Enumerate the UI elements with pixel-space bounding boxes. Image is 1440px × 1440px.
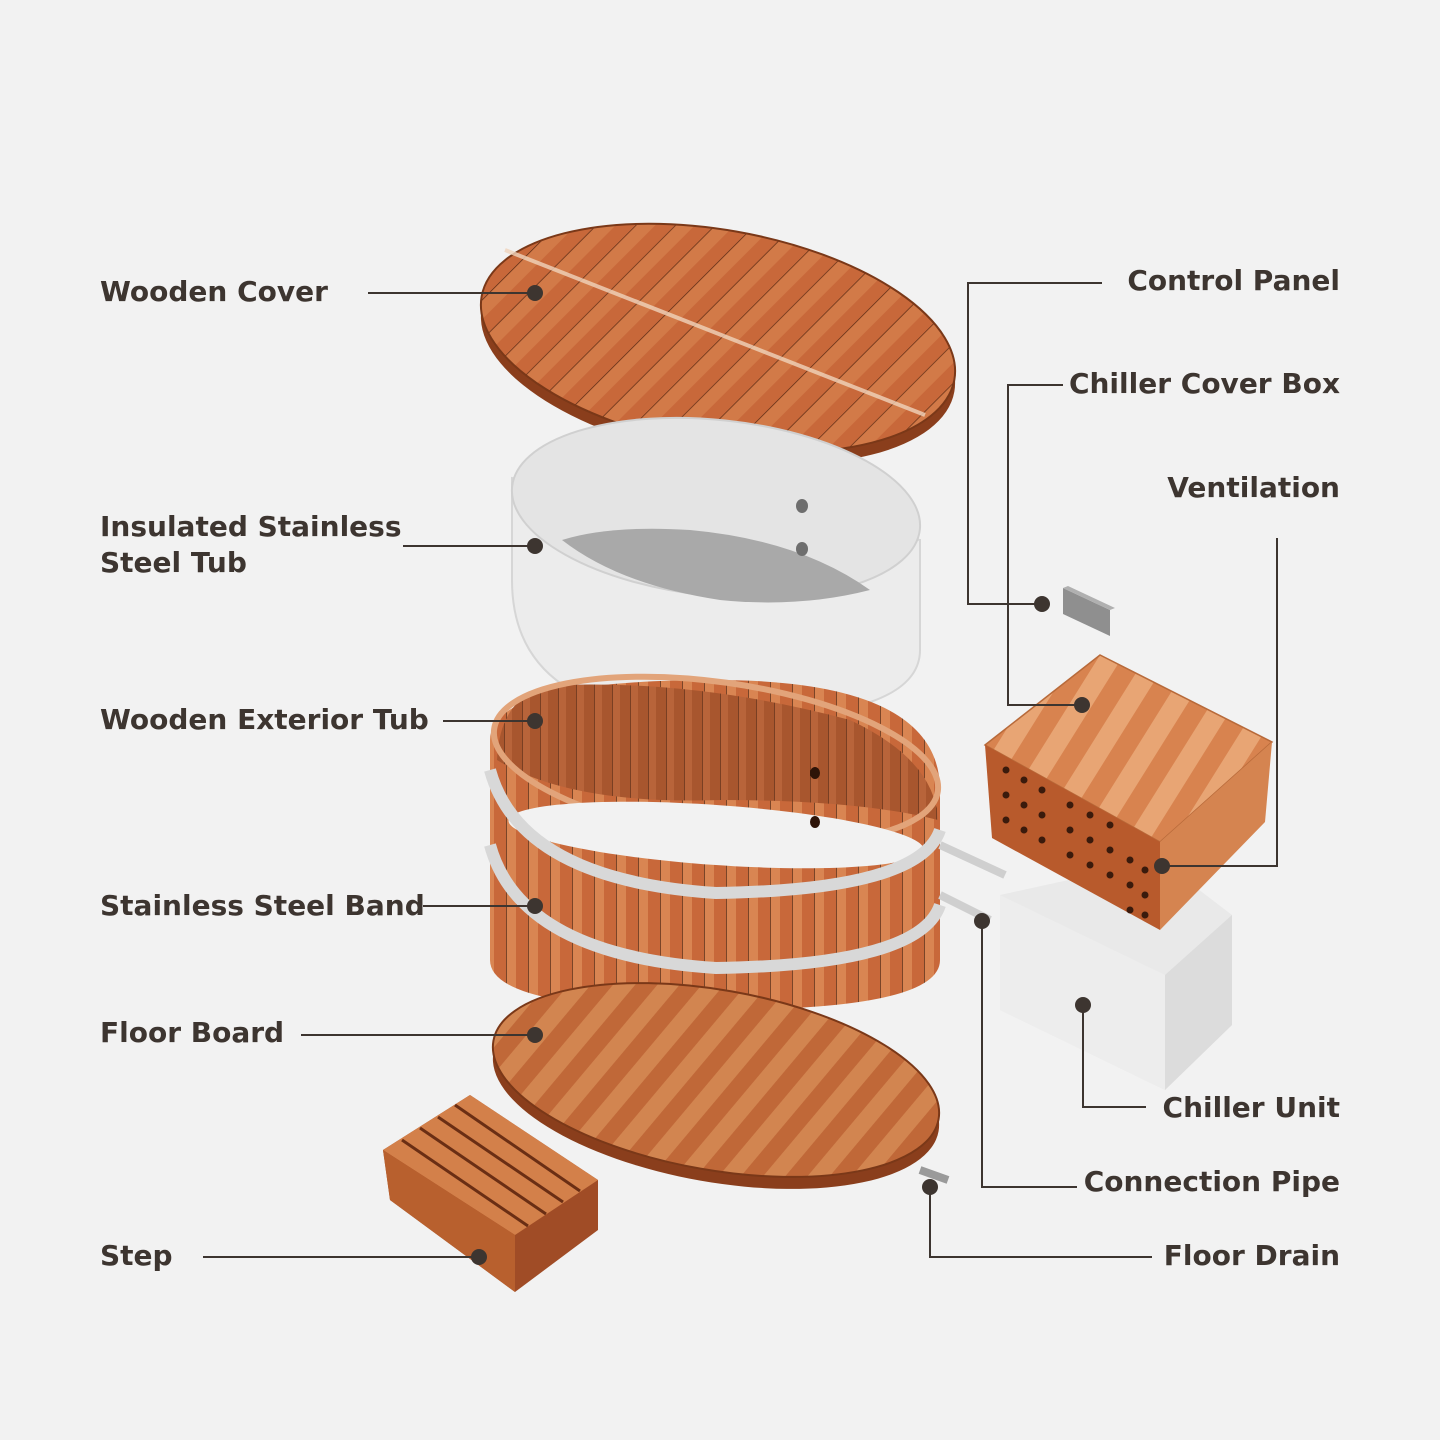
wooden-exterior-tub	[484, 673, 946, 1010]
leader-lines	[203, 282, 1278, 1258]
label-connection-pipe: Connection Pipe	[1083, 1165, 1340, 1198]
control-panel	[1063, 586, 1115, 636]
label-insulated-tub-line1: Insulated Stainless	[100, 510, 402, 543]
label-step: Step	[100, 1239, 173, 1272]
label-insulated-tub-line2: Steel Tub	[100, 546, 247, 579]
connection-pipe	[938, 841, 1007, 924]
label-ventilation: Ventilation	[1167, 471, 1340, 504]
label-chiller-unit: Chiller Unit	[1162, 1091, 1340, 1124]
ventilation-holes	[1002, 766, 1149, 919]
wooden-cover	[479, 222, 957, 465]
insulated-steel-tub	[510, 416, 922, 722]
chiller-unit	[1000, 860, 1232, 1090]
label-wooden-exterior-tub: Wooden Exterior Tub	[100, 703, 429, 736]
label-control-panel: Control Panel	[1127, 264, 1340, 297]
chiller-cover-box	[983, 654, 1274, 930]
floor-drain-pipe	[918, 1166, 950, 1184]
label-wooden-cover: Wooden Cover	[100, 275, 328, 308]
label-chiller-cover-box: Chiller Cover Box	[1068, 367, 1340, 400]
floor-board	[491, 982, 941, 1189]
label-floor-drain: Floor Drain	[1163, 1239, 1340, 1272]
leader-dots	[471, 285, 1170, 1265]
label-steel-band: Stainless Steel Band	[100, 889, 425, 922]
label-floor-board: Floor Board	[100, 1016, 285, 1049]
